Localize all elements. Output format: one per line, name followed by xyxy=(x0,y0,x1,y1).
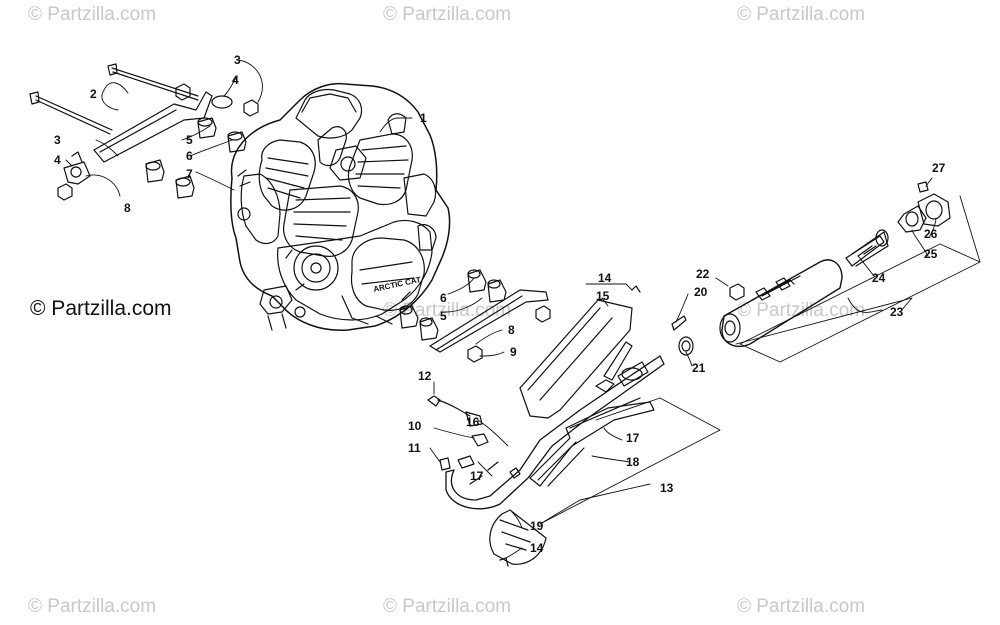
callout-2: 2 xyxy=(90,87,97,101)
assembly-boxes xyxy=(539,195,981,525)
watermark-top-right: © Partzilla.com xyxy=(737,4,866,25)
callout-27: 27 xyxy=(932,161,946,175)
callout-16: 16 xyxy=(466,415,480,429)
callout-4-top: 4 xyxy=(232,73,239,87)
callout-11: 11 xyxy=(408,441,421,455)
callout-12: 12 xyxy=(418,369,432,383)
callout-10: 10 xyxy=(408,419,422,433)
callout-9: 9 xyxy=(510,345,517,359)
callout-17-right: 17 xyxy=(626,431,640,445)
watermark-top-center: © Partzilla.com xyxy=(383,4,512,25)
watermark-main: © Partzilla.com xyxy=(30,297,172,320)
callout-22: 22 xyxy=(696,267,710,281)
callout-1: 1 xyxy=(420,111,427,125)
callout-5-left: 5 xyxy=(186,133,193,147)
callout-26: 26 xyxy=(924,227,938,241)
callout-14-bottom: 14 xyxy=(530,541,544,555)
callout-6-left: 6 xyxy=(186,149,193,163)
callout-15: 15 xyxy=(596,289,610,303)
callout-3-top: 3 xyxy=(234,53,241,67)
callout-18: 18 xyxy=(626,455,640,469)
left-mount-hardware xyxy=(29,63,259,201)
callout-25: 25 xyxy=(924,247,938,261)
callout-8-right: 8 xyxy=(508,323,515,337)
callout-4-left: 4 xyxy=(54,153,61,167)
callout-23: 23 xyxy=(890,305,904,319)
engine-assembly: ARCTIC CAT xyxy=(230,82,451,331)
callout-5-right: 5 xyxy=(440,309,447,323)
watermark-top-left: © Partzilla.com xyxy=(28,4,157,25)
callout-13: 13 xyxy=(660,481,674,495)
callout-19: 19 xyxy=(530,519,544,533)
callout-14-top: 14 xyxy=(598,271,612,285)
callout-8-left: 8 xyxy=(124,201,131,215)
watermark-mid-right: © Partzilla.com xyxy=(737,300,866,321)
callouts: 1 2 3 3 4 4 5 5 6 6 7 8 8 9 10 11 12 13 … xyxy=(54,53,946,555)
callout-3-left: 3 xyxy=(54,133,61,147)
exhaust-system xyxy=(427,181,951,567)
callout-7: 7 xyxy=(186,167,193,181)
leader-lines xyxy=(65,59,937,559)
right-mount-hardware xyxy=(399,269,551,363)
callout-6-right: 6 xyxy=(440,291,447,305)
callout-17-left: 17 xyxy=(470,469,484,483)
watermark-bottom-left: © Partzilla.com xyxy=(28,596,157,617)
callout-24: 24 xyxy=(872,271,886,285)
watermark-bottom-right: © Partzilla.com xyxy=(737,596,866,617)
callout-20: 20 xyxy=(694,285,708,299)
watermark-bottom-center: © Partzilla.com xyxy=(383,596,512,617)
callout-21: 21 xyxy=(692,361,706,375)
